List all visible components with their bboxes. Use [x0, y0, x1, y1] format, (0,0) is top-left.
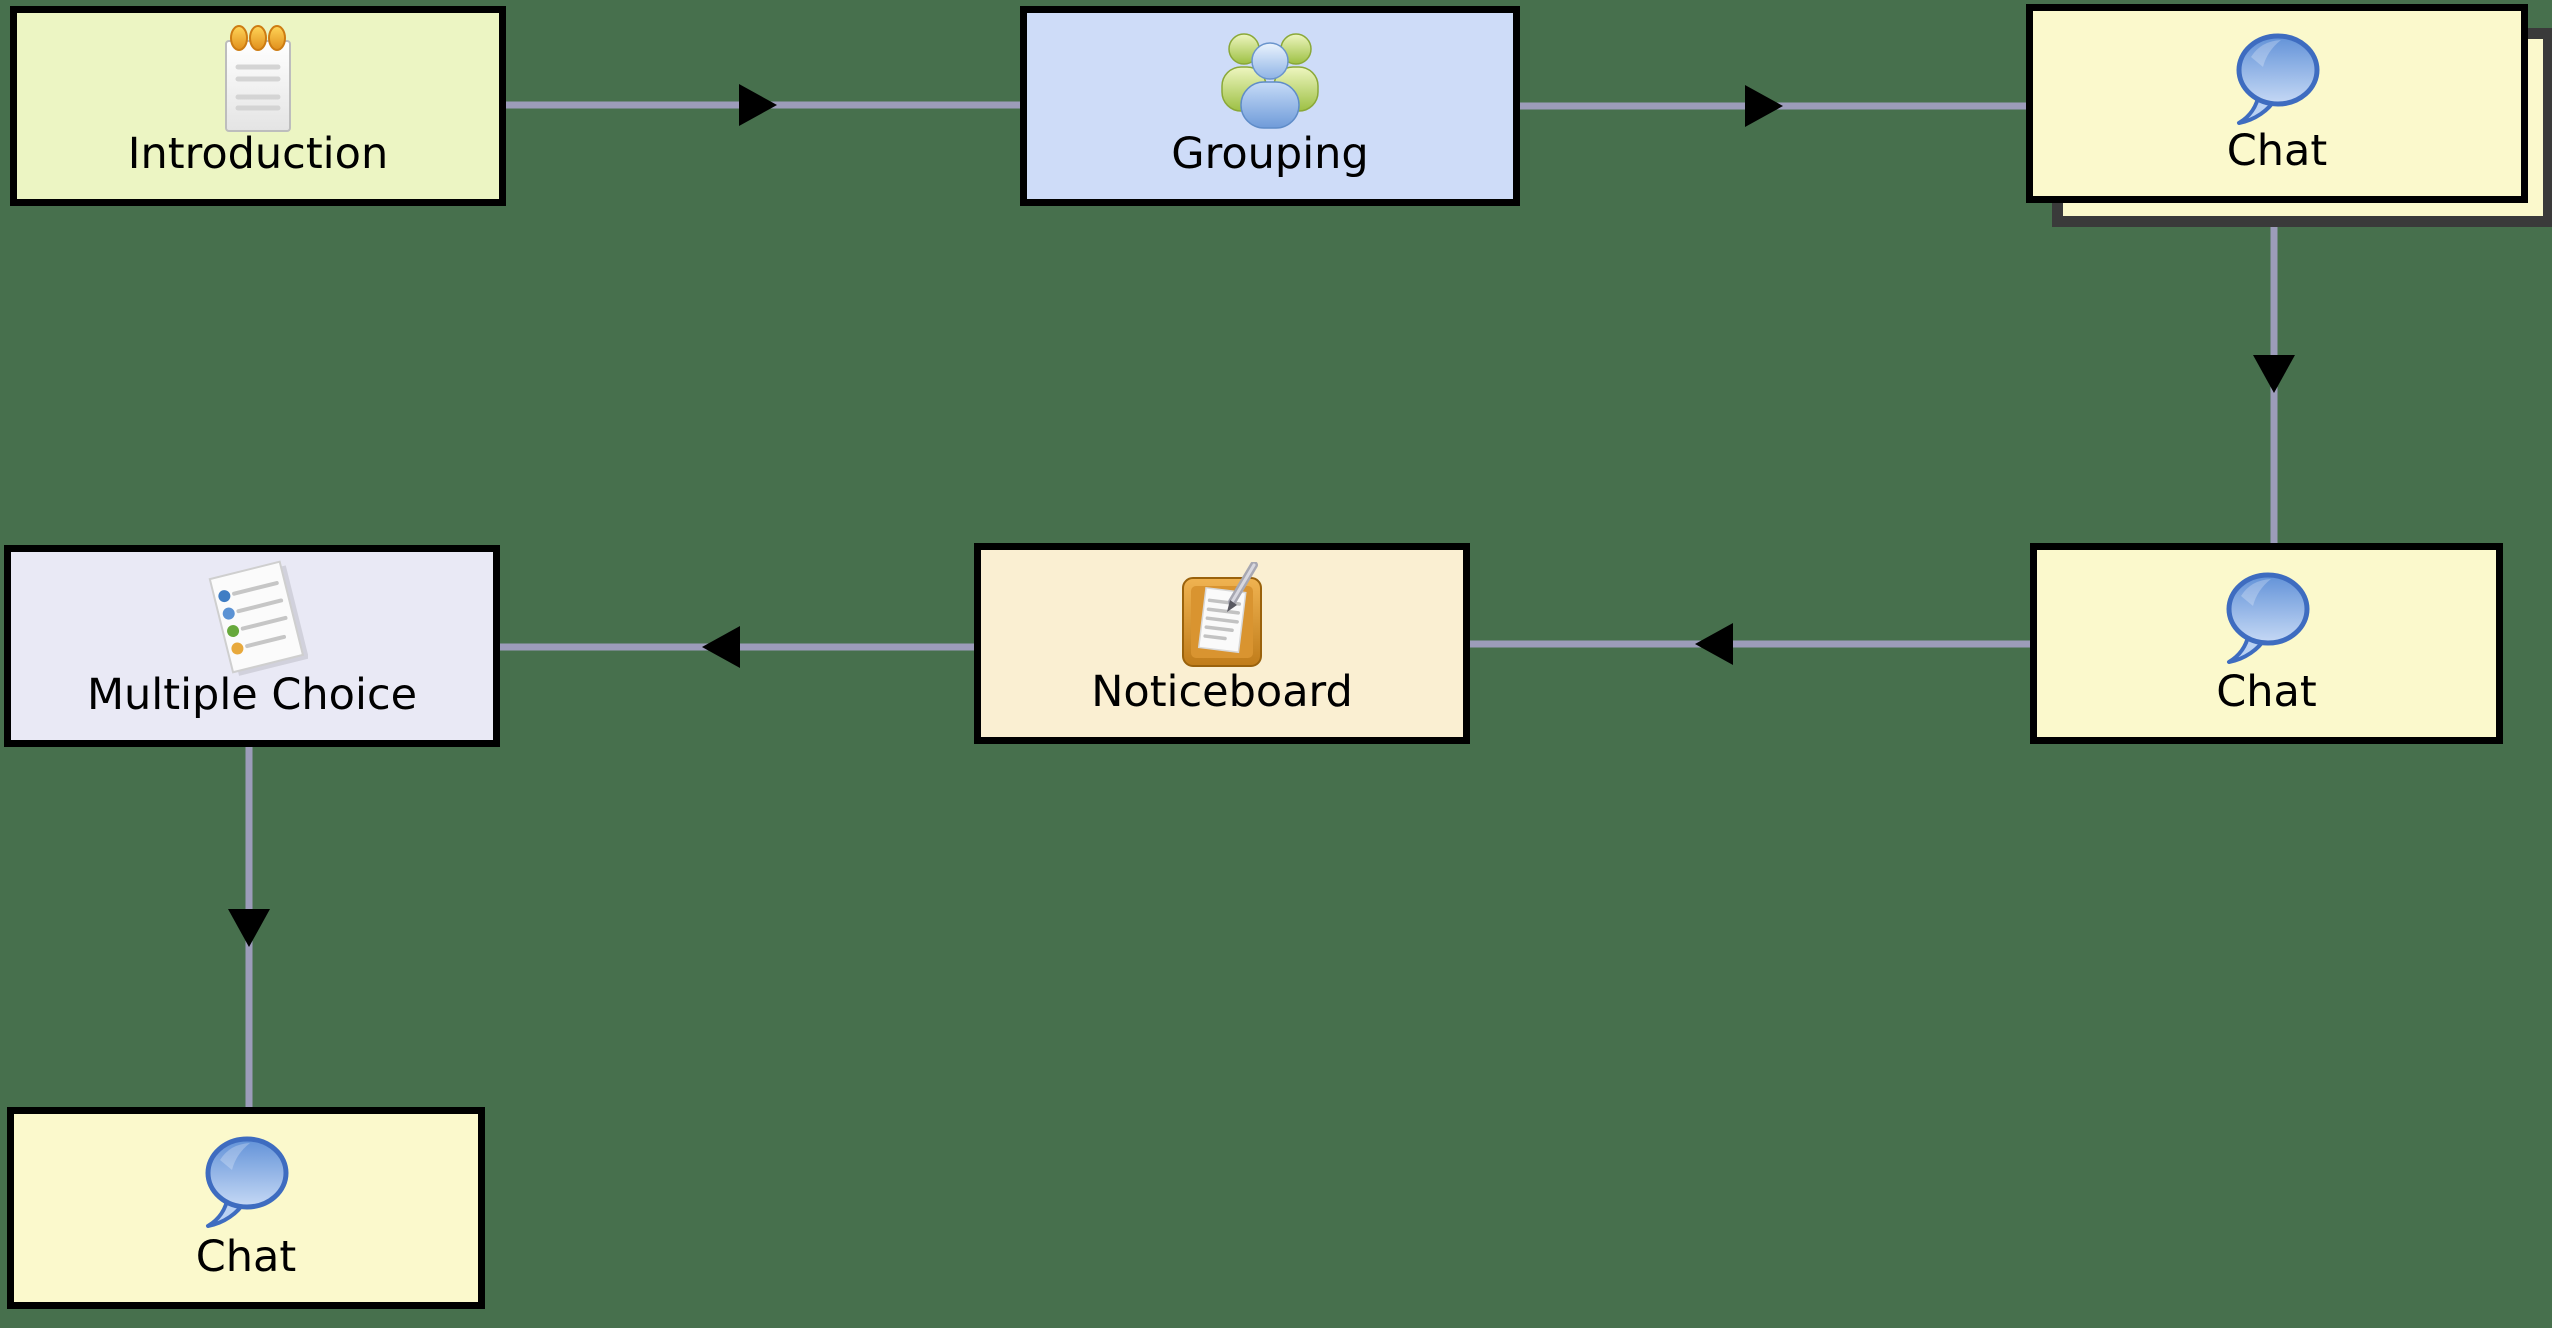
- transition-multiple-choice-to-chat-3[interactable]: [228, 747, 270, 1107]
- activity-label: Grouping: [1171, 129, 1369, 179]
- chat-icon: [192, 1130, 300, 1234]
- transition-chat-1-to-chat-2[interactable]: [2253, 208, 2295, 543]
- activity-icon-glyph: [2239, 36, 2317, 123]
- group-icon: [1214, 25, 1326, 129]
- activity-icon-glyph: [1183, 565, 1261, 666]
- arrowhead-left-icon: [1695, 623, 1733, 665]
- activity-chat-3[interactable]: Chat: [7, 1107, 485, 1309]
- arrowhead-right-icon: [739, 84, 777, 126]
- activity-noticeboard[interactable]: Noticeboard: [974, 543, 1470, 744]
- transition-introduction-to-grouping[interactable]: [506, 84, 1020, 126]
- arrowhead-right-icon: [1745, 85, 1783, 127]
- activity-icon-glyph: [1222, 34, 1318, 128]
- arrowhead-down-icon: [2253, 355, 2295, 393]
- activity-label: Multiple Choice: [86, 670, 418, 720]
- activity-icon-glyph: [2229, 575, 2307, 662]
- activity-icon-glyph: [226, 26, 290, 131]
- notepad-icon: [212, 21, 304, 137]
- transition-grouping-to-chat-1[interactable]: [1520, 85, 2026, 127]
- activity-chat-1[interactable]: Chat: [2026, 4, 2528, 203]
- activity-label: Introduction: [127, 129, 389, 179]
- activity-label: Chat: [195, 1232, 297, 1282]
- chat-icon: [2213, 566, 2321, 670]
- chat-icon: [2223, 27, 2331, 131]
- activity-label: Noticeboard: [1091, 667, 1353, 717]
- multiple-choice-icon: [196, 556, 308, 676]
- activity-grouping[interactable]: Grouping: [1020, 6, 1520, 206]
- activity-label: Chat: [2216, 667, 2317, 717]
- transition-chat-2-to-noticeboard[interactable]: [1470, 623, 2030, 665]
- activity-introduction[interactable]: Introduction: [10, 6, 506, 206]
- activity-icon-glyph: [208, 1139, 286, 1226]
- transition-noticeboard-to-multiple-choice[interactable]: [500, 626, 974, 668]
- arrowhead-left-icon: [702, 626, 740, 668]
- activity-multiple-choice[interactable]: Multiple Choice: [4, 545, 500, 747]
- activity-chat-2[interactable]: Chat: [2030, 543, 2503, 744]
- activity-icon-glyph: [210, 560, 308, 676]
- noticeboard-icon: [1175, 562, 1269, 672]
- arrowhead-down-icon: [228, 909, 270, 947]
- activity-label: Chat: [2226, 126, 2328, 176]
